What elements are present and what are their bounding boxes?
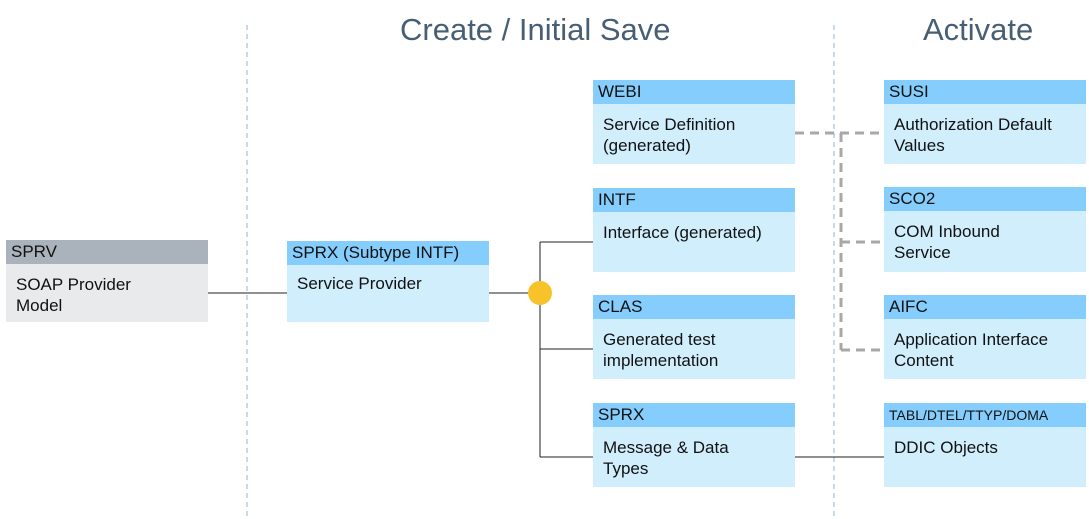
node-sprv: SPRV SOAP Provider Model xyxy=(6,240,208,322)
node-aifc-type: AIFC xyxy=(884,295,1086,319)
node-aifc-label: Application Interface Content xyxy=(884,319,1086,379)
node-intf-type: INTF xyxy=(593,188,795,212)
node-webi: WEBI Service Definition (generated) xyxy=(593,80,795,164)
phase-title-create: Create / Initial Save xyxy=(400,12,671,47)
node-sprx-service-provider-label: Service Provider xyxy=(287,265,489,322)
node-clas-label: Generated test implementation xyxy=(593,319,795,379)
node-ddic-type: TABL/DTEL/TTYP/DOMA xyxy=(884,403,1086,427)
node-sprx-service-provider: SPRX (Subtype INTF) Service Provider xyxy=(287,241,489,322)
junction-dot xyxy=(528,281,552,305)
dashed-connectors xyxy=(795,131,884,352)
node-webi-type: WEBI xyxy=(593,80,795,104)
node-intf: INTF Interface (generated) xyxy=(593,188,795,272)
node-susi: SUSI Authorization Default Values xyxy=(884,80,1086,164)
node-sco2-type: SCO2 xyxy=(884,187,1086,211)
node-sprx-service-provider-type: SPRX (Subtype INTF) xyxy=(287,241,489,265)
node-clas: CLAS Generated test implementation xyxy=(593,295,795,379)
node-sprx-message-types: SPRX Message & Data Types xyxy=(593,403,795,487)
node-susi-type: SUSI xyxy=(884,80,1086,104)
node-sco2-label: COM Inbound Service xyxy=(884,211,1086,272)
node-webi-label: Service Definition (generated) xyxy=(593,104,795,164)
node-intf-label: Interface (generated) xyxy=(593,212,795,272)
phase-title-activate: Activate xyxy=(923,12,1034,47)
node-clas-type: CLAS xyxy=(593,295,795,319)
node-sprx-message-types-type: SPRX xyxy=(593,403,795,427)
node-ddic: TABL/DTEL/TTYP/DOMA DDIC Objects xyxy=(884,403,1086,487)
node-susi-label: Authorization Default Values xyxy=(884,104,1086,164)
node-sprx-message-types-label: Message & Data Types xyxy=(593,427,795,487)
node-sco2: SCO2 COM Inbound Service xyxy=(884,187,1086,272)
node-sprv-type: SPRV xyxy=(6,240,208,264)
node-aifc: AIFC Application Interface Content xyxy=(884,295,1086,379)
node-ddic-label: DDIC Objects xyxy=(884,427,1086,487)
node-sprv-label: SOAP Provider Model xyxy=(6,264,208,322)
